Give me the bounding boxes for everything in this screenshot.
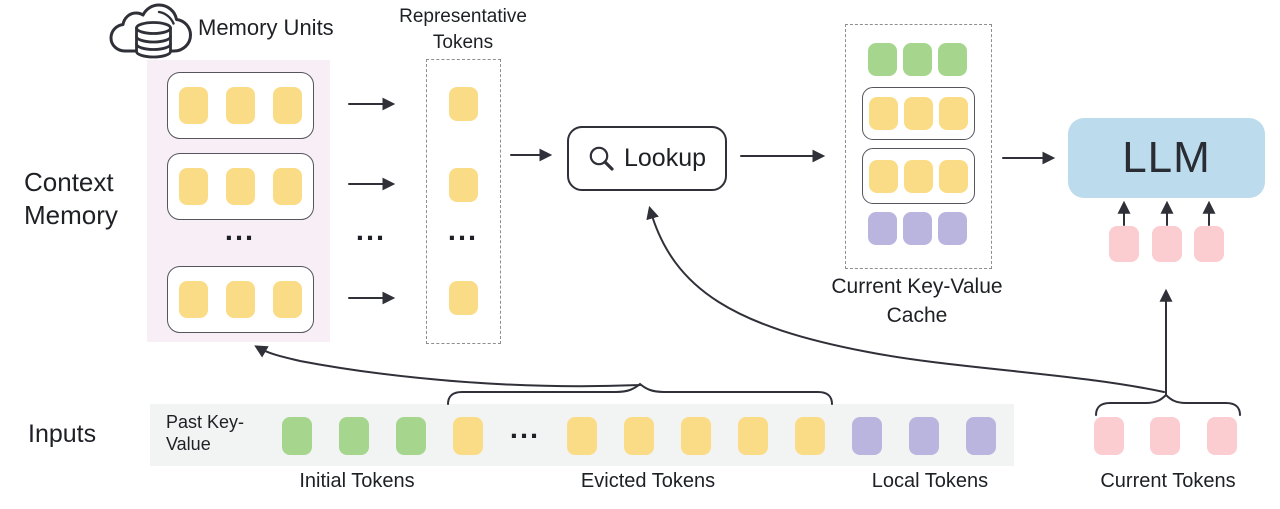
evicted-token [567, 417, 597, 455]
representative-token [449, 281, 478, 315]
current-token [1194, 226, 1224, 262]
memory-token [939, 97, 968, 130]
evicted-tokens-brace [447, 382, 833, 405]
evicted-token [795, 417, 825, 455]
current-kv-cache-label: Current Key-Value Cache [831, 275, 1003, 327]
representative-ellipsis: ... [447, 215, 479, 247]
memory-token [904, 159, 933, 193]
context-memory-label: Context Memory [24, 167, 118, 230]
initial-token [339, 417, 369, 455]
past-key-value-label: Past Key-Value [166, 412, 245, 454]
memory-unit-row-3 [167, 266, 314, 333]
local-token [909, 417, 939, 455]
representative-token [449, 87, 478, 121]
memory-token [179, 87, 208, 124]
local-token [938, 212, 967, 245]
llm-node: LLM [1068, 118, 1265, 198]
local-token [966, 417, 996, 455]
evicted-token [681, 417, 711, 455]
curved-arrows [254, 205, 1165, 393]
current-token [1207, 417, 1237, 455]
memory-token [869, 97, 898, 130]
initial-token [938, 43, 967, 76]
evicted-tokens-label: Evicted Tokens [580, 470, 716, 492]
memory-unit-row-1 [167, 72, 314, 139]
memory-token [939, 159, 968, 193]
evicted-token [624, 417, 654, 455]
initial-token [868, 43, 897, 76]
memory-token [226, 281, 255, 318]
inputs-ellipsis: ... [509, 413, 541, 445]
memory-token [869, 159, 898, 193]
memory-token [273, 281, 302, 318]
memory-token [179, 281, 208, 318]
memory-ellipsis: ... [224, 215, 256, 247]
current-tokens-brace [1095, 393, 1241, 416]
lookup-label: Lookup [623, 144, 707, 172]
cloud-database-icon [109, 3, 192, 59]
search-icon [589, 146, 614, 171]
arrow-evicted-to-context-memory [254, 345, 641, 388]
evicted-token [738, 417, 768, 455]
local-token [903, 212, 932, 245]
local-token [852, 417, 882, 455]
memory-token [273, 168, 302, 205]
memory-token [226, 87, 255, 124]
initial-token [396, 417, 426, 455]
initial-token [282, 417, 312, 455]
memory-unit-row-2 [167, 153, 314, 220]
representative-token [449, 168, 478, 202]
memory-token [273, 87, 302, 124]
cache-memory-unit-1 [862, 87, 975, 140]
current-token [1094, 417, 1124, 455]
memory-units-label: Memory Units [198, 15, 334, 40]
current-token [1150, 417, 1180, 455]
representative-tokens-label: Representative Tokens [399, 6, 527, 53]
arrows-ellipsis: ... [355, 215, 387, 247]
current-token [1152, 226, 1182, 262]
current-token [1109, 226, 1139, 262]
representative-tokens-box [426, 59, 501, 344]
local-token [868, 212, 897, 245]
cache-initial-row [868, 43, 967, 76]
lookup-node: Lookup [567, 126, 727, 191]
local-tokens-label: Local Tokens [871, 470, 989, 492]
memory-token [179, 168, 208, 205]
memory-token [226, 168, 255, 205]
memory-token [904, 97, 933, 130]
evicted-token [453, 417, 483, 455]
cache-memory-unit-2 [862, 148, 975, 204]
current-kv-cache-box [845, 24, 992, 269]
llm-label: LLM [1122, 133, 1211, 182]
cache-local-row [868, 212, 967, 245]
initial-tokens-label: Initial Tokens [299, 470, 415, 492]
initial-token [903, 43, 932, 76]
current-tokens-label: Current Tokens [1100, 470, 1236, 492]
inputs-label: Inputs [28, 420, 97, 448]
